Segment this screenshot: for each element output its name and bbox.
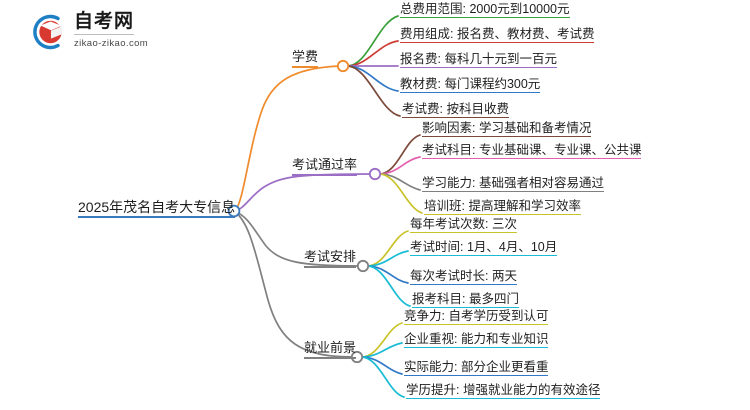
leaf-node-4-3-label: 实际能力: 部分企业更看重	[404, 360, 549, 374]
leaf-node-4-2-label: 企业重视: 能力和专业知识	[404, 332, 549, 346]
leaf-node-4-4-label: 学历提升: 增强就业能力的有效途径	[406, 383, 601, 397]
root-node-label: 2025年茂名自考大专信息	[78, 199, 236, 215]
branch-node-4[interactable]: 就业前景	[304, 340, 357, 359]
leaf-node-3-3-label: 每次考试时长: 两天	[410, 269, 517, 283]
leaf-node-3-2[interactable]: 考试时间: 1月、4月、10月	[410, 240, 558, 257]
leaf-node-4-3[interactable]: 实际能力: 部分企业更看重	[404, 360, 549, 377]
leaf-node-1-3[interactable]: 报名费: 每科几十元到一百元	[400, 52, 557, 69]
branch-node-2-label: 考试通过率	[292, 157, 358, 172]
leaf-node-2-4-label: 培训班: 提高理解和学习效率	[424, 199, 581, 213]
leaf-node-3-2-label: 考试时间: 1月、4月、10月	[410, 240, 558, 254]
leaf-node-3-4[interactable]: 报考科目: 最多四门	[412, 292, 519, 309]
logo-title: 自考网	[74, 11, 135, 35]
leaf-node-2-2[interactable]: 考试科目: 专业基础课、专业课、公共课	[422, 143, 642, 160]
leaf-node-1-1-label: 总费用范围: 2000元到10000元	[400, 2, 570, 16]
branch-node-3[interactable]: 考试安排	[304, 249, 357, 268]
branch-node-2[interactable]: 考试通过率	[292, 157, 358, 176]
leaf-node-2-1[interactable]: 影响因素: 学习基础和备考情况	[422, 121, 592, 138]
leaf-node-4-2[interactable]: 企业重视: 能力和专业知识	[404, 332, 549, 349]
leaf-node-4-4[interactable]: 学历提升: 增强就业能力的有效途径	[406, 383, 601, 400]
leaf-node-2-2-label: 考试科目: 专业基础课、专业课、公共课	[422, 143, 642, 157]
leaf-node-4-1-label: 竞争力: 自考学历受到认可	[404, 309, 549, 323]
leaf-node-2-3[interactable]: 学习能力: 基础强者相对容易通过	[422, 176, 604, 193]
leaf-node-2-4[interactable]: 培训班: 提高理解和学习效率	[424, 199, 581, 216]
branch-node-dot-3[interactable]	[356, 259, 370, 273]
branch-node-4-label: 就业前景	[304, 340, 357, 355]
leaf-node-4-1[interactable]: 竞争力: 自考学历受到认可	[404, 309, 549, 326]
leaf-node-3-3[interactable]: 每次考试时长: 两天	[410, 269, 517, 286]
leaf-node-3-1[interactable]: 每年考试次数: 三次	[410, 217, 517, 234]
leaf-node-1-4-label: 教材费: 每门课程约300元	[400, 77, 541, 91]
leaf-node-1-5-label: 考试费: 按科目收费	[402, 102, 509, 116]
leaf-node-1-1[interactable]: 总费用范围: 2000元到10000元	[400, 2, 570, 19]
book-in-circle-logo-icon	[33, 14, 62, 50]
leaf-node-1-5[interactable]: 考试费: 按科目收费	[402, 102, 509, 119]
branch-node-1[interactable]: 学费	[292, 49, 319, 68]
root-node[interactable]: 2025年茂名自考大专信息	[78, 199, 236, 219]
leaf-node-1-2-label: 费用组成: 报名费、教材费、考试费	[400, 27, 595, 41]
branch-node-dot-2[interactable]	[368, 167, 382, 181]
leaf-node-1-2[interactable]: 费用组成: 报名费、教材费、考试费	[400, 27, 595, 44]
logo-subtitle: zikao-zikao.com	[74, 38, 149, 49]
leaf-node-1-3-label: 报名费: 每科几十元到一百元	[400, 52, 557, 66]
branch-node-1-label: 学费	[292, 49, 319, 64]
leaf-node-3-4-label: 报考科目: 最多四门	[412, 292, 519, 306]
leaf-node-2-1-label: 影响因素: 学习基础和备考情况	[422, 121, 592, 135]
leaf-node-1-4[interactable]: 教材费: 每门课程约300元	[400, 77, 541, 94]
leaf-node-2-3-label: 学习能力: 基础强者相对容易通过	[422, 176, 604, 190]
leaf-node-3-1-label: 每年考试次数: 三次	[410, 217, 517, 231]
branch-node-dot-1[interactable]	[336, 59, 350, 73]
branch-node-3-label: 考试安排	[304, 249, 357, 264]
site-logo: 自考网 zikao-zikao.com	[28, 11, 178, 53]
